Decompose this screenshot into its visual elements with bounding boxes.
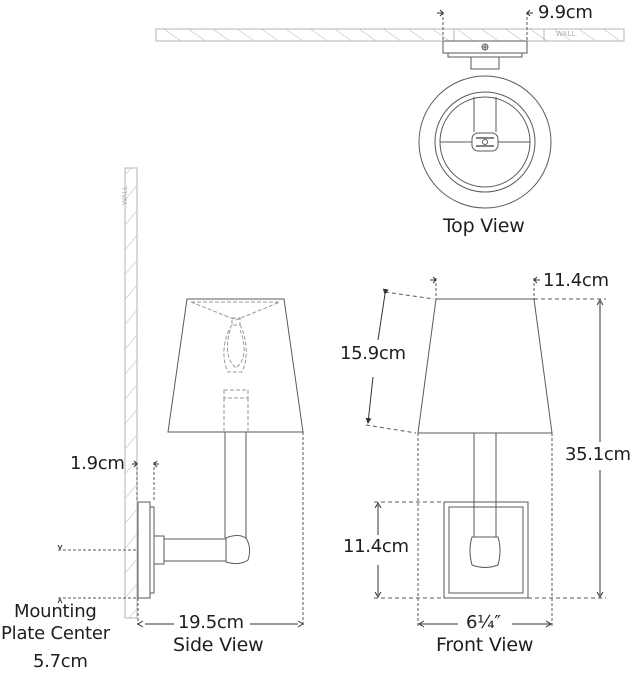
front-view bbox=[365, 276, 606, 628]
shade-front-outline bbox=[417, 298, 553, 434]
dim-front-overall-height: 35.1cm bbox=[565, 444, 631, 465]
side-view bbox=[57, 167, 304, 628]
dim-front-shade-bottom-width: 6¼″ bbox=[466, 612, 501, 633]
dim-side-projection: 19.5cm bbox=[178, 612, 244, 633]
side-view-title: Side View bbox=[173, 634, 264, 656]
wall-label-side: WALL bbox=[121, 185, 129, 205]
top-view bbox=[155, 9, 625, 209]
dim-side-mounting-center: 5.7cm bbox=[33, 651, 88, 672]
shade-side-outline bbox=[167, 298, 304, 433]
dim-side-backplate-thickness: 1.9cm bbox=[70, 453, 125, 474]
wall-hatch-top bbox=[155, 28, 455, 42]
mounting-label-line1: Mounting bbox=[14, 601, 97, 622]
wall-hatch-side bbox=[124, 167, 138, 619]
dim-top-backplate-depth: 9.9cm bbox=[538, 2, 593, 23]
dim-front-shade-top-width: 11.4cm bbox=[543, 270, 609, 291]
dim-front-backplate-height: 11.4cm bbox=[343, 536, 409, 557]
mounting-label-line2: Plate Center bbox=[1, 623, 110, 644]
top-view-title: Top View bbox=[443, 215, 525, 237]
wall-label-top: WALL bbox=[556, 30, 576, 38]
front-view-title: Front View bbox=[436, 634, 534, 656]
dim-front-shade-height: 15.9cm bbox=[340, 343, 406, 364]
